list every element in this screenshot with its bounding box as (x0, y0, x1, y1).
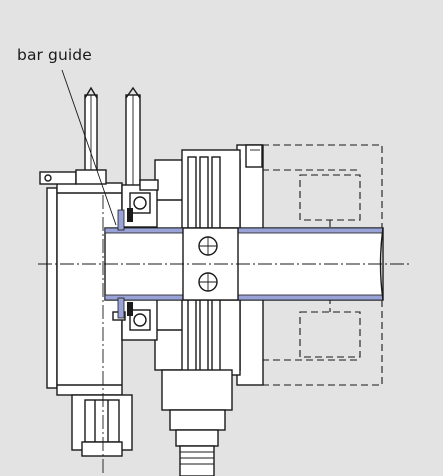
callout-leader-line (61, 69, 117, 226)
bar-guide-callout-label: bar guide (17, 46, 92, 64)
lower-coupling (161, 369, 233, 476)
left-housing (39, 169, 123, 396)
bearing-assembly-top (121, 179, 159, 228)
lower-bracket (71, 394, 133, 457)
